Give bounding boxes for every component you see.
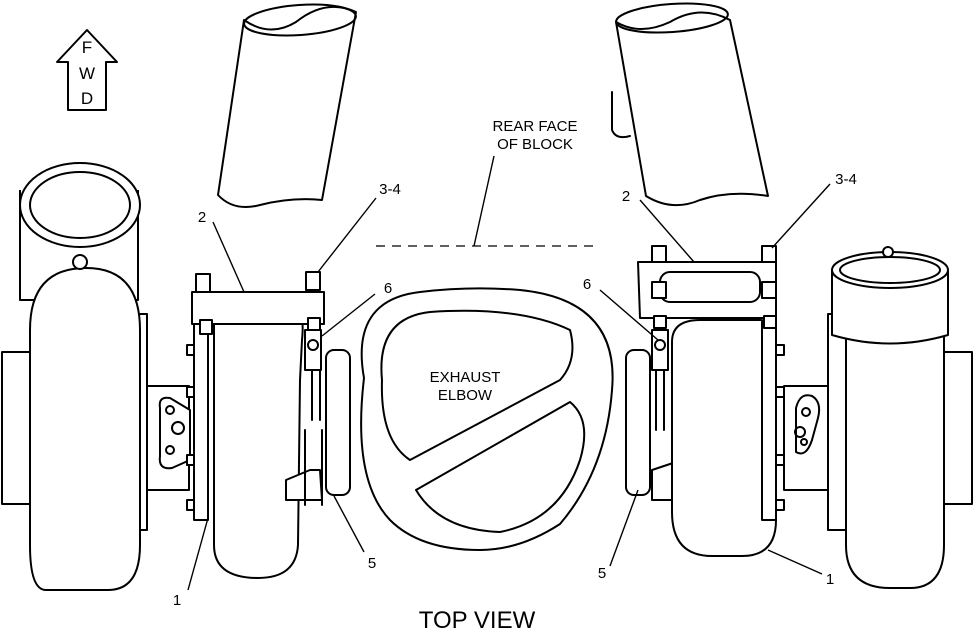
diagram-title: TOP VIEW [419, 607, 536, 634]
callout-left-6: 6 [384, 280, 392, 297]
callout-left-3-4: 3-4 [379, 181, 401, 198]
forward-arrow-icon [56, 29, 118, 111]
right-exhaust-pipe [615, 11, 769, 207]
left-compressor-housing [29, 267, 141, 591]
left-gasket-plate [191, 291, 325, 325]
left-turbine-housing [213, 314, 304, 579]
right-stud-bolt-2 [761, 245, 777, 263]
left-clamp-bolt [72, 254, 88, 270]
left-inlet-ring-inner [29, 171, 131, 239]
left-outlet-flange [1, 351, 33, 505]
right-turbocharger [625, 245, 973, 589]
rear-face-leader [473, 155, 495, 247]
left-inlet-ring-outer [19, 162, 141, 248]
right-stud-bolt-1 [651, 245, 667, 263]
callout-right-3-4: 3-4 [835, 171, 857, 188]
right-outlet-flange [943, 351, 973, 505]
callout-right-6: 6 [583, 276, 591, 293]
exhaust-label-line2: ELBOW [438, 387, 493, 404]
fwd-letter-f: F [82, 38, 92, 57]
callout-left-5: 5 [368, 555, 376, 572]
right-turbine-flange [761, 321, 777, 521]
right-elbow-adapter [625, 349, 651, 496]
fwd-letter-d: D [81, 89, 93, 108]
left-elbow-adapter [325, 349, 351, 496]
callout-right-5: 5 [598, 565, 606, 582]
left-stud-bolt-2 [305, 271, 321, 291]
right-mount-flange [827, 313, 847, 531]
left-exhaust-pipe [217, 5, 357, 208]
rear-face-label-line1: REAR FACE [492, 118, 577, 135]
callout-left-2: 2 [198, 209, 206, 226]
left-stud-bolt-1 [195, 273, 211, 293]
left-turbocharger [1, 162, 351, 591]
callout-right-1: 1 [826, 571, 834, 588]
callout-left-1: 1 [173, 592, 181, 609]
fwd-letter-w: W [79, 64, 95, 83]
right-turbine-housing [671, 319, 777, 557]
right-compressor-housing [845, 299, 945, 589]
left-turbine-flange [193, 321, 209, 521]
callout-right-2: 2 [622, 188, 630, 205]
exhaust-label-line1: EXHAUST [430, 369, 501, 386]
exhaust-elbow [360, 287, 614, 551]
rear-face-label-line2: OF BLOCK [497, 136, 573, 153]
